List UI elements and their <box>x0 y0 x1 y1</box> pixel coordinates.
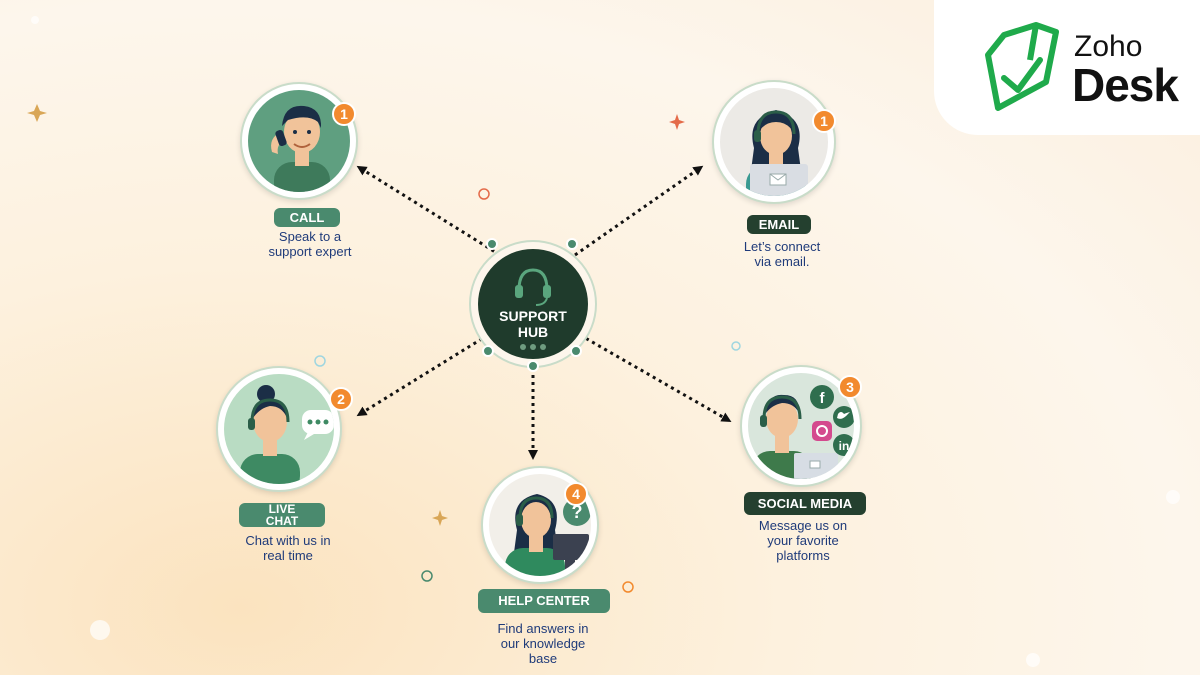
live-chat-avatar[interactable] <box>216 366 342 492</box>
email-label[interactable]: EMAIL <box>747 215 811 234</box>
email-step-badge: 1 <box>812 109 836 133</box>
hub-subtitle: HUB <box>517 324 549 340</box>
sparkle-icon <box>27 104 47 122</box>
call-description-line: support expert <box>268 244 352 259</box>
agent-email-illustration <box>746 110 808 196</box>
agent-help-illustration: ? <box>505 494 591 576</box>
help-center-description-line: Find answers in <box>497 621 589 636</box>
dot-decor <box>314 355 326 367</box>
arrow-to-social-media <box>579 333 732 422</box>
dot-decor <box>1026 653 1040 667</box>
social-media-description: Message us on your favorite platforms <box>738 518 868 563</box>
zoho-desk-logo-icon <box>985 22 1059 111</box>
live-chat-step-badge: 2 <box>329 387 353 411</box>
help-center-step-badge: 4 <box>564 482 588 506</box>
arrow-to-call <box>356 165 501 257</box>
dot-decor <box>1166 490 1180 504</box>
sparkle-icon <box>432 510 448 526</box>
ellipsis-icon <box>520 344 546 350</box>
dot-decor <box>31 16 39 24</box>
help-center-description: Find answers in our knowledge base <box>478 621 608 666</box>
dot-decor <box>478 188 490 200</box>
dot-decor <box>622 581 634 593</box>
live-chat-description-line: Chat with us in <box>245 533 331 548</box>
social-media-label[interactable]: SOCIAL MEDIA <box>744 492 866 515</box>
dot-decor <box>421 570 433 582</box>
call-description-line: Speak to a <box>278 229 342 244</box>
arrow-to-live-chat <box>356 333 489 417</box>
live-chat-description-line: real time <box>263 548 313 563</box>
question-icon <box>563 498 591 526</box>
dot-decor <box>731 341 741 351</box>
call-label[interactable]: CALL <box>274 208 340 227</box>
live-chat-label[interactable]: LIVE CHAT <box>239 503 325 527</box>
svg-text:f: f <box>820 390 826 407</box>
call-step-badge: 1 <box>332 102 356 126</box>
email-avatar[interactable] <box>712 80 836 204</box>
help-center-description-line: our knowledge <box>500 636 586 651</box>
support-hub: SUPPORT HUB <box>469 240 597 368</box>
brand-logo: Zoho Desk <box>934 0 1200 135</box>
email-description-line: Let’s connect <box>743 239 821 254</box>
agent-phone-illustration <box>271 105 330 192</box>
live-chat-label-line: LIVE <box>268 502 296 516</box>
social-media-description-line: Message us on <box>758 518 848 533</box>
help-center-label[interactable]: HELP CENTER <box>478 589 610 613</box>
social-media-description-line: your favorite <box>767 533 839 548</box>
call-description: Speak to a support expert <box>250 229 370 259</box>
social-media-step-badge: 3 <box>838 375 862 399</box>
live-chat-description: Chat with us in real time <box>228 533 348 563</box>
email-description-line: via email. <box>754 254 810 269</box>
dot-decor <box>90 620 110 640</box>
arrow-to-email <box>574 165 704 257</box>
help-center-description-line: base <box>528 651 558 666</box>
agent-chat-illustration <box>240 385 334 484</box>
sparkle-icon <box>669 114 685 130</box>
brand-name-line1: Zoho <box>1074 30 1143 63</box>
call-avatar[interactable] <box>240 82 358 200</box>
svg-text:?: ? <box>572 502 583 522</box>
social-media-description-line: platforms <box>776 548 830 563</box>
live-chat-label-line: CHAT <box>265 514 299 528</box>
instagram-icon <box>812 421 832 441</box>
headset-icon <box>515 268 551 306</box>
facebook-icon <box>810 385 834 409</box>
support-hub-core: SUPPORT HUB <box>478 249 588 359</box>
hub-title: SUPPORT <box>499 308 567 324</box>
svg-text:in: in <box>839 439 850 453</box>
email-description: Let’s connect via email. <box>720 239 844 269</box>
brand-name-line2: Desk <box>1072 59 1179 111</box>
